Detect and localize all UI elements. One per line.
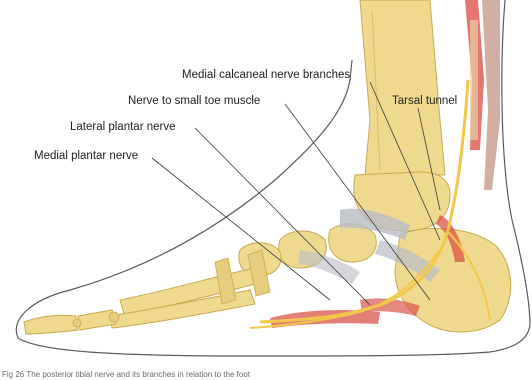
toe-phalanges	[24, 310, 119, 334]
figure-caption: Fig 26 The posterior tibial nerve and it…	[2, 370, 251, 379]
label-medial-calcaneal-nerve: Medial calcaneal nerve branches	[182, 69, 350, 81]
hindfoot-bones	[329, 172, 511, 332]
label-medial-plantar-nerve: Medial plantar nerve	[34, 150, 138, 162]
label-nerve-to-small-toe-muscle: Nerve to small toe muscle	[128, 95, 260, 107]
label-tarsal-tunnel: Tarsal tunnel	[392, 95, 457, 107]
label-lateral-plantar-nerve: Lateral plantar nerve	[70, 121, 175, 133]
calf-muscles	[465, 0, 500, 190]
